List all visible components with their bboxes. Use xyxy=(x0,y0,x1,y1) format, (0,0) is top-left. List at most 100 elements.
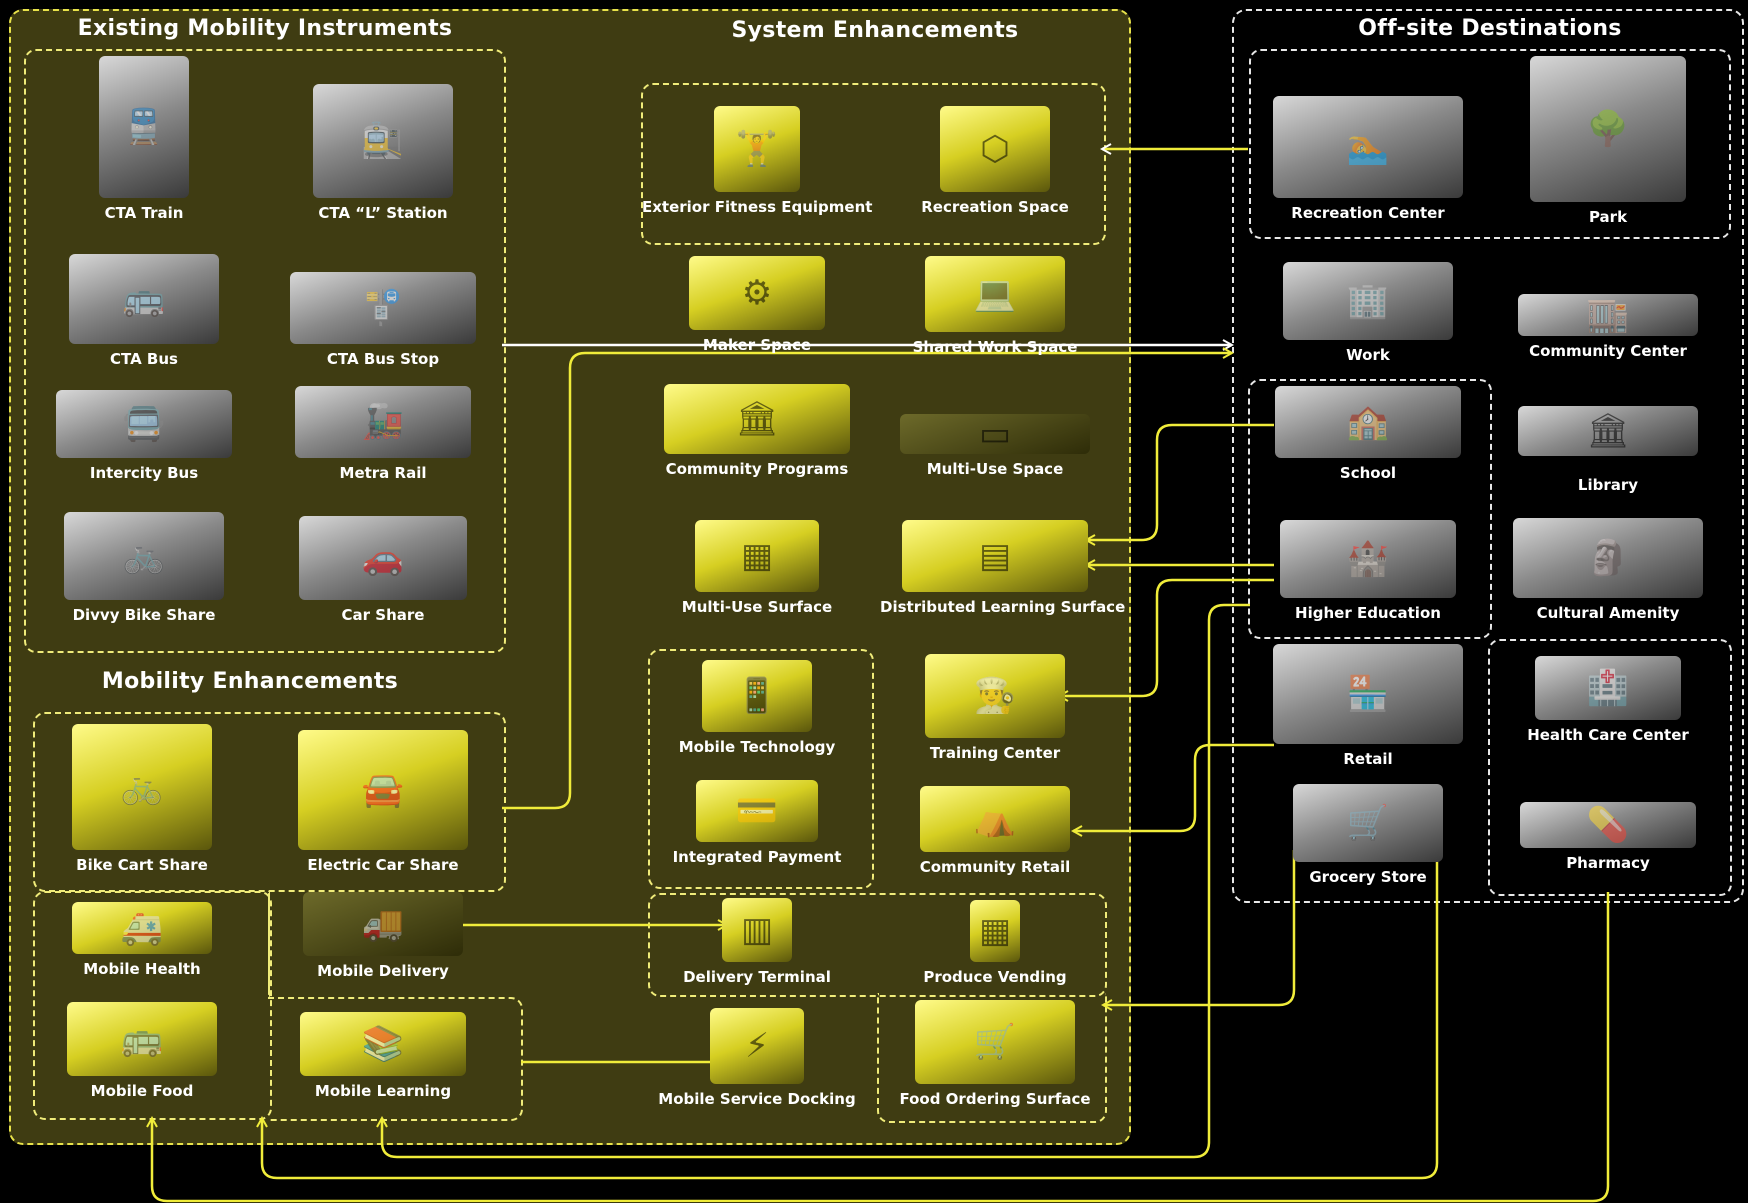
existing-item-divvy-bike: 🚲 Divvy Bike Share xyxy=(29,512,259,624)
mobility-item-bike-cart: 🚲 Bike Cart Share xyxy=(27,724,257,874)
item-label: Higher Education xyxy=(1295,604,1441,622)
existing-item-cta-train: 🚆 CTA Train xyxy=(29,56,259,222)
bus-icon: 🚌 xyxy=(69,254,219,344)
item-label: Pharmacy xyxy=(1566,854,1650,872)
community-center-icon: 🏬 xyxy=(1518,294,1698,336)
item-label: Divvy Bike Share xyxy=(72,606,216,624)
item-label: Multi-Use Space xyxy=(926,460,1064,478)
learning-wall-icon: ▤ xyxy=(902,520,1088,592)
item-label: Maker Space xyxy=(702,336,812,354)
mobility-item-mobile-health: 🚑 Mobile Health xyxy=(27,902,257,978)
system-item-fitness: 🏋 Exterior Fitness Equipment xyxy=(642,106,872,216)
item-label: Mobile Technology xyxy=(678,738,836,756)
system-item-mobile-docking: ⚡ Mobile Service Docking xyxy=(642,1008,872,1108)
item-label: Exterior Fitness Equipment xyxy=(642,198,873,216)
bus-stop-icon: 🚏 xyxy=(290,272,476,344)
system-item-community-retail: ⛺ Community Retail xyxy=(880,786,1110,876)
item-label: Delivery Terminal xyxy=(683,968,831,986)
chef-icon: 👨‍🍳 xyxy=(925,654,1065,738)
system-item-multi-use-surface: ▦ Multi-Use Surface xyxy=(642,520,872,616)
existing-item-intercity-bus: 🚍 Intercity Bus xyxy=(29,390,259,482)
item-label: Food Ordering Surface xyxy=(899,1090,1091,1108)
item-label: CTA Train xyxy=(104,204,184,222)
pavilion-icon: 🏛 xyxy=(664,384,850,454)
item-label: Electric Car Share xyxy=(307,856,459,874)
library-truck-icon: 📚 xyxy=(300,1012,466,1076)
offsite-item-health-care: 🏥 Health Care Center xyxy=(1493,656,1723,744)
item-label: Intercity Bus xyxy=(89,464,199,482)
food-bus-icon: 🚌 xyxy=(67,1002,217,1076)
payment-card-icon: 💳 xyxy=(696,780,818,842)
item-label: Bike Cart Share xyxy=(76,856,208,874)
ordering-wall-icon: 🛒 xyxy=(915,1000,1075,1084)
bike-icon: 🚲 xyxy=(64,512,224,600)
mobile-tech-group-box xyxy=(648,649,874,889)
item-label: Shared Work Space xyxy=(912,338,1078,356)
system-item-recreation-space: ⬡ Recreation Space xyxy=(880,106,1110,216)
mobility-item-mobile-delivery: 🚚 Mobile Delivery xyxy=(268,892,498,980)
item-label: Grocery Store xyxy=(1309,868,1427,886)
item-label: Training Center xyxy=(929,744,1061,762)
item-label: School xyxy=(1339,464,1397,482)
offsite-panel xyxy=(1232,9,1744,903)
school-icon: 🏫 xyxy=(1275,386,1461,458)
item-label: Community Programs xyxy=(665,460,849,478)
docking-group-box xyxy=(877,993,1107,1123)
car-icon: 🚗 xyxy=(299,516,467,600)
existing-group-box xyxy=(24,49,506,653)
item-label: Mobile Service Docking xyxy=(658,1090,856,1108)
recreation-room-icon: ⬡ xyxy=(940,106,1050,192)
arrow-pharmacy-to-mobile-food xyxy=(152,892,1610,1203)
item-label: Metra Rail xyxy=(339,464,427,482)
item-label: Park xyxy=(1588,208,1628,226)
library-icon: 🏛 xyxy=(1518,406,1698,456)
system-item-training-center: 👨‍🍳 Training Center xyxy=(880,654,1110,762)
system-item-multi-use-space: ▭ Multi-Use Space xyxy=(880,414,1110,478)
university-icon: 🏰 xyxy=(1280,520,1456,598)
offsite-item-school: 🏫 School xyxy=(1253,386,1483,482)
coach-icon: 🚍 xyxy=(56,390,232,458)
offsite-item-community-center: 🏬 Community Center xyxy=(1493,270,1723,360)
item-label: CTA Bus Stop xyxy=(326,350,440,368)
system-item-community-programs: 🏛 Community Programs xyxy=(642,384,872,478)
existing-item-l-station: 🚉 CTA “L” Station xyxy=(268,84,498,222)
item-label: Recreation Center xyxy=(1291,204,1445,222)
system-item-delivery-terminal: ▥ Delivery Terminal xyxy=(642,898,872,986)
system-item-maker-space: ⚙ Maker Space xyxy=(642,256,872,354)
market-tent-icon: ⛺ xyxy=(920,786,1070,852)
item-label: Mobile Delivery xyxy=(317,962,449,980)
office-icon: 🏢 xyxy=(1283,262,1453,340)
delivery-truck-icon: 🚚 xyxy=(303,892,463,956)
locomotive-icon: 🚂 xyxy=(295,386,471,458)
education-group-box xyxy=(1248,379,1492,639)
offsite-item-park: 🌳 Park xyxy=(1493,56,1723,226)
system-item-integrated-payment: 💳 Integrated Payment xyxy=(642,780,872,866)
fitness-icon: 🏋 xyxy=(714,106,800,192)
arrow-mobility-to-offsite xyxy=(502,353,1232,810)
existing-title: Existing Mobility Instruments xyxy=(77,16,453,41)
item-label: Integrated Payment xyxy=(672,848,842,866)
arrow-retail-to-community-retail xyxy=(1073,743,1274,831)
arrow-higher-ed-to-mobile-learning xyxy=(382,603,1250,1159)
arrow-school-to-learning xyxy=(1086,423,1274,540)
offsite-item-library: 🏛 Library xyxy=(1493,406,1723,494)
item-label: CTA “L” Station xyxy=(318,204,448,222)
arrow-grocery-to-food-ordering xyxy=(1103,850,1296,1005)
mobility-item-mobile-learning: 📚 Mobile Learning xyxy=(268,1012,498,1100)
offsite-item-higher-education: 🏰 Higher Education xyxy=(1253,520,1483,622)
item-label: Cultural Amenity xyxy=(1536,604,1680,622)
item-label: Health Care Center xyxy=(1527,726,1689,744)
offsite-item-retail: 🏪 Retail xyxy=(1253,644,1483,768)
item-label: Work xyxy=(1346,346,1390,364)
existing-item-car-share: 🚗 Car Share xyxy=(268,516,498,624)
sculpture-icon: 🗿 xyxy=(1513,518,1703,598)
grocery-icon: 🛒 xyxy=(1293,784,1443,862)
retail-icon: 🏪 xyxy=(1273,644,1463,744)
offsite-item-work: 🏢 Work xyxy=(1253,262,1483,364)
fitness-group-box xyxy=(641,83,1106,245)
mobility-item-mobile-food: 🚌 Mobile Food xyxy=(27,1002,257,1100)
canopy-icon: ▭ xyxy=(900,414,1090,454)
item-label: Retail xyxy=(1343,750,1393,768)
rec-center-icon: 🏊 xyxy=(1273,96,1463,198)
